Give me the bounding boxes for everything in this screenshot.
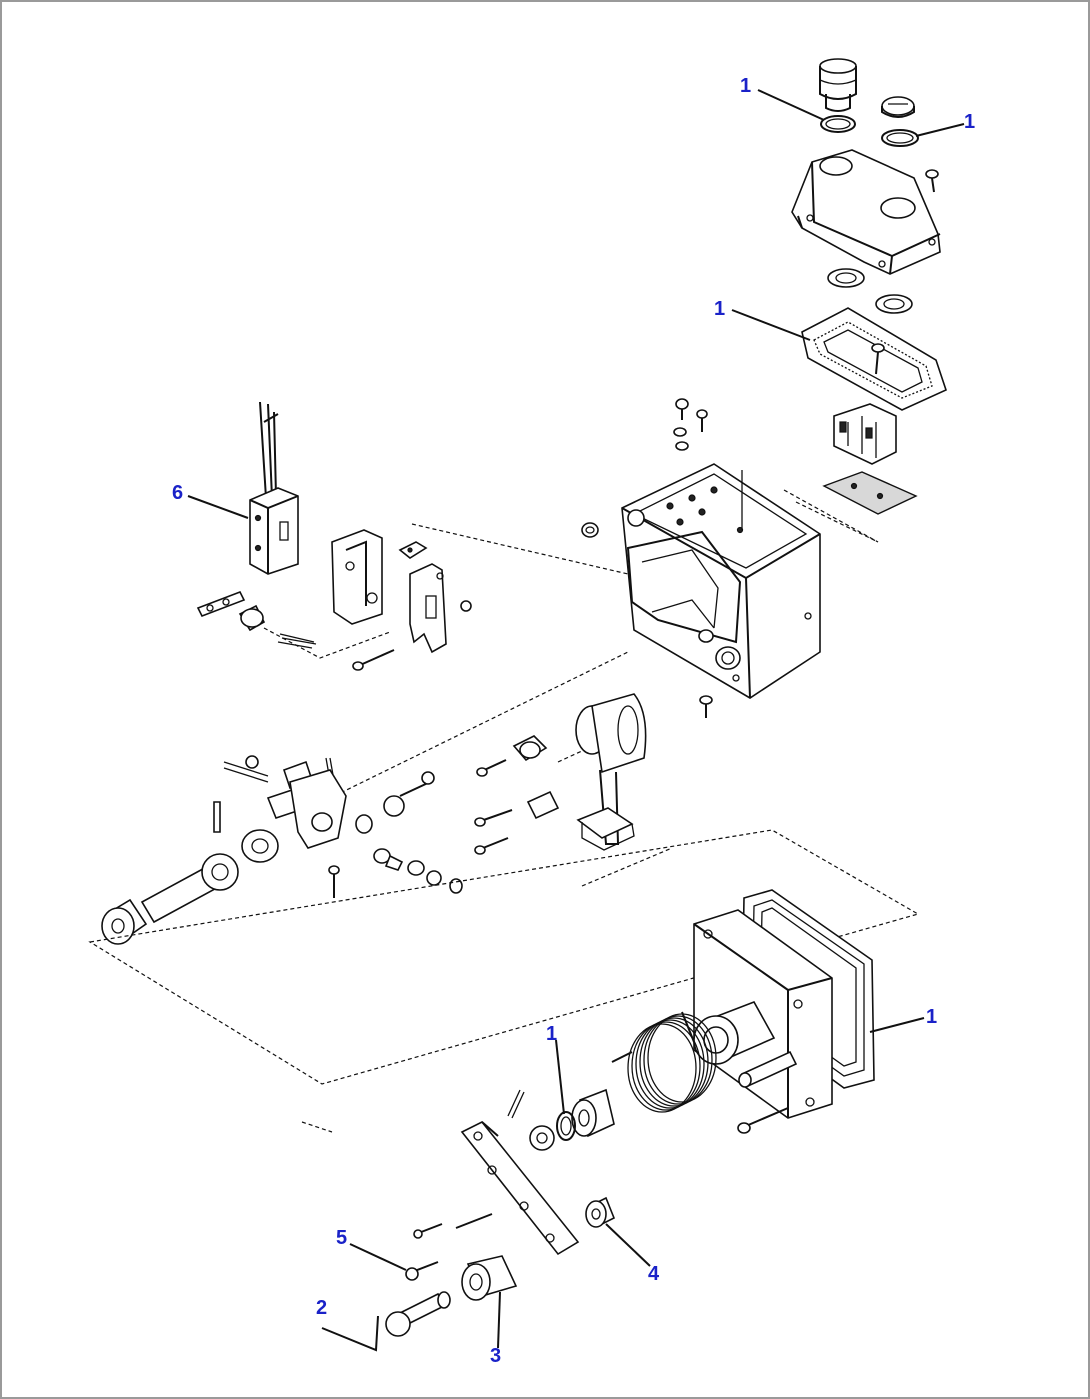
dash-leader-plate (783, 489, 879, 543)
pin-vertical (213, 801, 221, 833)
plunger-parts (196, 590, 391, 659)
bottom-bolt (699, 695, 713, 718)
o-ring-upper-left (820, 115, 856, 133)
dash-leader-switch (411, 523, 629, 575)
dash-enclosure (88, 829, 920, 1085)
lever-small-parts (223, 755, 435, 898)
main-housing (621, 463, 821, 699)
limit-switch (249, 401, 299, 575)
callout-2-stop-bolt: 2 (316, 1297, 327, 1319)
o-ring-shaft (556, 1111, 576, 1141)
breather-cap (819, 58, 857, 112)
callout-1-breather-oring: 1 (740, 75, 751, 97)
actuator-plate (409, 563, 447, 654)
bracket-screw (352, 649, 395, 671)
washer-shaft (529, 1125, 555, 1151)
dash-leader-lever (321, 651, 629, 803)
callout-1-shaft-oring: 1 (546, 1023, 557, 1045)
small-link (398, 541, 428, 559)
shaft-bushing (101, 898, 148, 945)
grip-fittings (474, 735, 560, 855)
stop-bolt (385, 1291, 451, 1337)
lever-pins (413, 1213, 493, 1239)
roller (461, 1255, 518, 1301)
mounting-plate (822, 471, 918, 515)
housing-screws (673, 398, 708, 451)
terminal-block (833, 403, 897, 465)
dash-leader-housing (795, 501, 879, 543)
screw-on-gasket (871, 343, 885, 375)
callout-1-plug-oring: 1 (964, 111, 975, 133)
torsion-spring (611, 1011, 717, 1113)
callout-5-screw: 5 (336, 1227, 347, 1249)
joystick-grip (575, 693, 647, 851)
top-cover (791, 149, 941, 275)
lever-end-screw (405, 1261, 439, 1281)
dash-leader-grip2 (557, 749, 585, 763)
flange-screw (737, 1107, 789, 1134)
small-screw-right (460, 600, 472, 612)
housing-plug (581, 522, 599, 538)
leader-lines (187, 89, 965, 1352)
callout-6-limit-switch: 6 (172, 482, 183, 504)
spring-pin (738, 1050, 798, 1088)
small-screw-top (925, 169, 939, 193)
cam-follower-parts (373, 848, 463, 894)
callout-1-flange-gasket: 1 (926, 1006, 937, 1028)
bushing-small (585, 1196, 616, 1228)
o-ring-upper-right (881, 129, 919, 147)
lock-nuts (827, 268, 913, 314)
lever-arm (460, 1089, 580, 1256)
dash-leader-grip (581, 847, 673, 887)
spacer-collar (571, 1088, 615, 1138)
switch-bracket (331, 529, 383, 625)
callout-3-roller: 3 (490, 1345, 501, 1367)
dash-leader-lever-arm (301, 1121, 333, 1133)
plug-upper-right (881, 96, 915, 118)
flange-plate (693, 909, 833, 1119)
callout-1-cover-gasket: 1 (714, 298, 725, 320)
callout-4-bushing: 4 (648, 1263, 660, 1285)
cover-gasket (801, 307, 947, 411)
lever-shaft (140, 829, 279, 924)
